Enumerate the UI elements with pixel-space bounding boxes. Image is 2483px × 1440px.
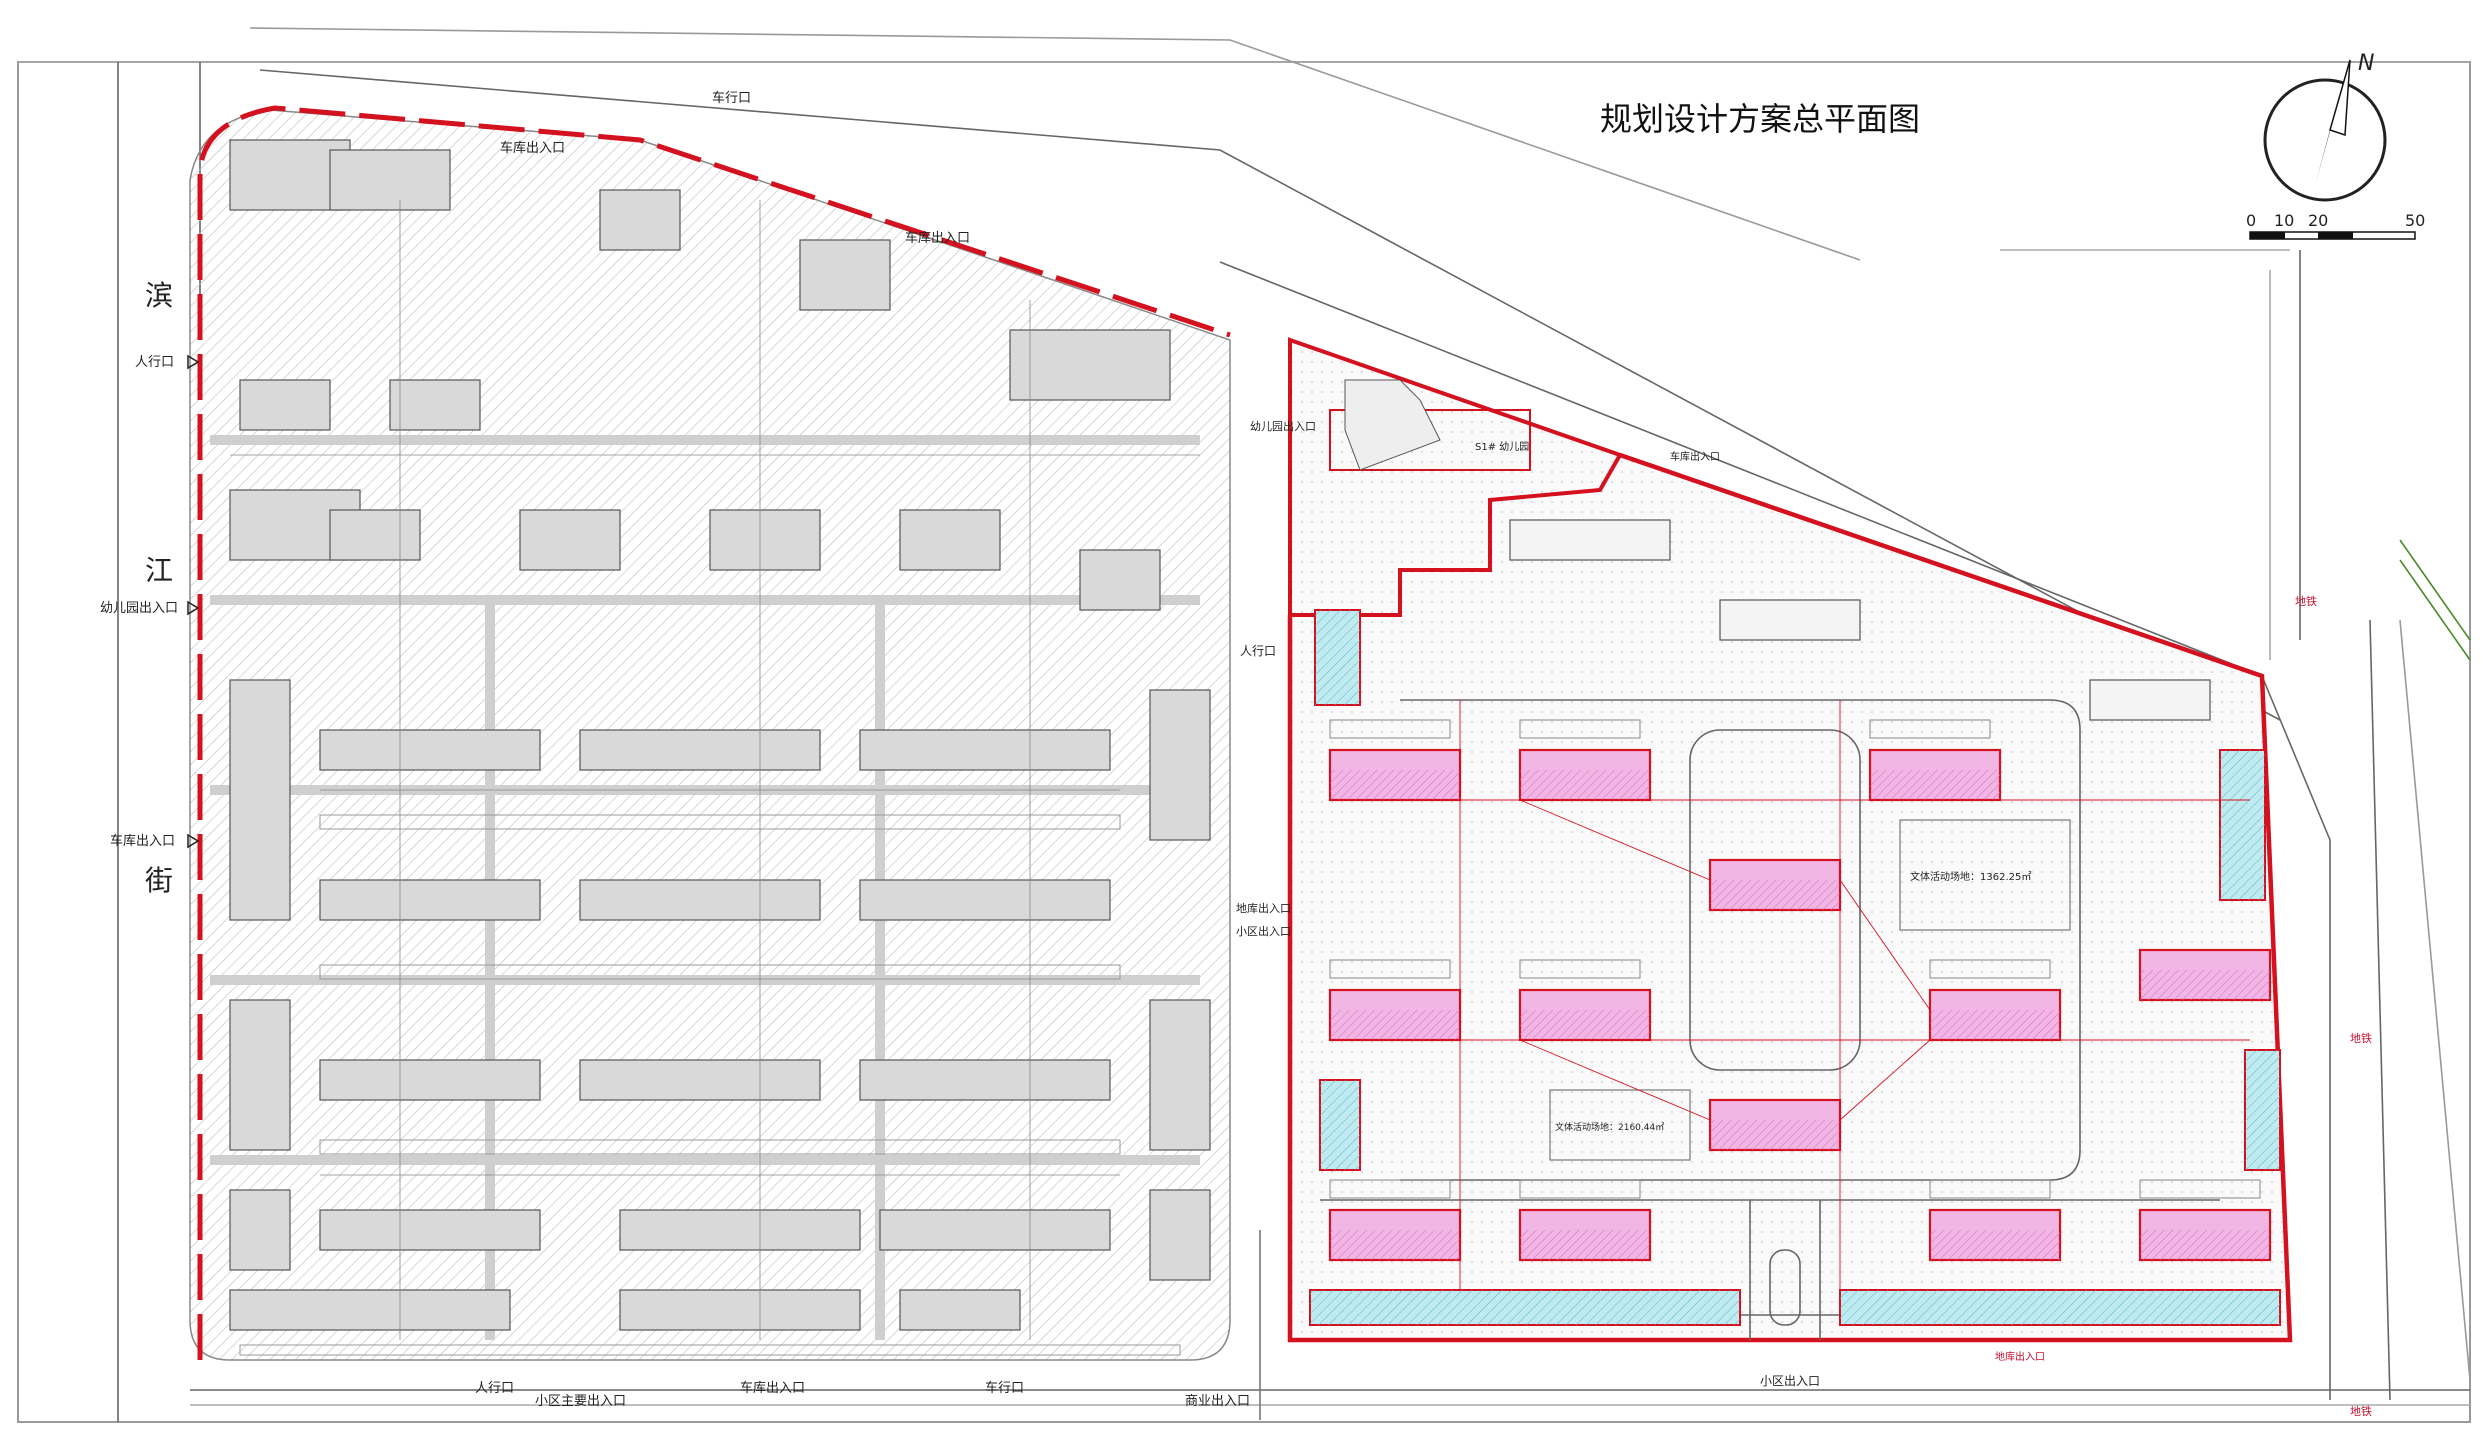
street-name-char-2: 江: [145, 554, 173, 587]
south-entrance-labels: 人行口 小区主要出入口 车库出入口 车行口 商业出入口: [475, 1380, 1250, 1409]
page-title: 规划设计方案总平面图: [1600, 100, 1920, 138]
subway-label: 地铁: [2295, 595, 2317, 608]
activity-center-label: 文体活动场地：1362.25㎡: [1910, 870, 2031, 883]
scale-label-0: 0: [2246, 211, 2256, 230]
scale-label-50: 50: [2405, 211, 2425, 230]
entrance-label: 人行口: [475, 1381, 514, 1396]
outer-roads: [18, 27, 2471, 1422]
pedestrian-entry-label: 人行口: [1240, 644, 1276, 658]
kindergarten-label: S1# 幼儿园: [1475, 440, 1529, 453]
entrance-label: 车库出入口: [500, 140, 565, 156]
west-boundary: [197, 105, 1231, 1360]
community-bottom-entry-label: 小区出入口: [1760, 1374, 1820, 1388]
garage-entry-label: 地库出入口: [1236, 901, 1291, 915]
activity-small-label: 文体活动场地：2160.44㎡: [1555, 1121, 1664, 1133]
west-entrance-labels: 人行口 幼儿园出入口 车库出入口: [100, 354, 200, 849]
street-name-char-3: 街: [145, 864, 173, 897]
entrance-label: 小区主要出入口: [535, 1394, 626, 1409]
east-site-labels: 幼儿园出入口 人行口 地库出入口 小区出入口 小区出入口 地库出入口 车库出入口…: [1236, 419, 2372, 1418]
scale-label-10: 10: [2274, 211, 2294, 230]
community-entry-label: 小区出入口: [1236, 924, 1291, 938]
entrance-label: 幼儿园出入口: [100, 601, 178, 616]
east-new-development: [1287, 337, 2293, 1343]
compass: N: [2263, 51, 2387, 202]
scale-bar: 0 10 20 50: [2246, 211, 2425, 240]
north-label: N: [2358, 51, 2374, 76]
subway-label: 地铁: [2350, 1405, 2372, 1418]
entrance-label: 车库出入口: [905, 230, 970, 246]
kindergarten-entry-label: 幼儿园出入口: [1250, 419, 1316, 433]
entrance-label: 人行口: [135, 355, 174, 370]
street-name-char-1: 滨: [145, 279, 173, 312]
entrance-label: 商业出入口: [1185, 1394, 1250, 1409]
entrance-label: 车行口: [985, 1380, 1024, 1396]
garage-bottom-entry-label: 地库出入口: [1995, 1350, 2045, 1363]
subway-label: 地铁: [2350, 1032, 2372, 1045]
entrance-label: 车库出入口: [110, 833, 175, 849]
north-entrance-labels: 车行口 车库出入口 车库出入口: [500, 90, 970, 246]
entrance-label: 车行口: [712, 90, 751, 106]
west-existing-community: [189, 109, 1231, 1361]
top-garage-entry-label: 车库出入口: [1670, 450, 1720, 463]
entrance-label: 车库出入口: [740, 1380, 805, 1396]
scale-label-20: 20: [2308, 211, 2328, 230]
kindergarten-block: [1329, 379, 1531, 471]
